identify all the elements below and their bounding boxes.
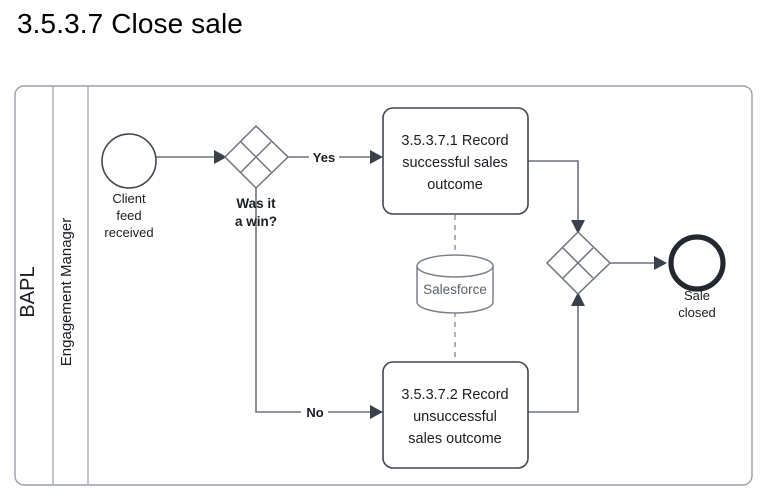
arrow-head-icon bbox=[654, 256, 667, 270]
task-label-line2: successful sales bbox=[402, 155, 508, 171]
gateway-x-icon bbox=[562, 247, 594, 279]
data-store-salesforce[interactable]: Salesforce bbox=[416, 254, 494, 314]
flow-label-yes: Yes bbox=[313, 150, 335, 165]
task-label-line1: 3.5.3.7.1 Record bbox=[401, 133, 508, 149]
arrow-head-icon bbox=[571, 292, 585, 306]
gateway-merge[interactable] bbox=[545, 230, 612, 296]
lane-engagement-manager: Engagement Manager bbox=[58, 86, 89, 485]
gateway-x-icon bbox=[240, 141, 272, 173]
task-label-line2: unsuccessful bbox=[413, 409, 497, 425]
flow-line-segment bbox=[528, 305, 579, 413]
data-store-body[interactable] bbox=[416, 266, 494, 314]
start-event-client-feed-received[interactable]: Client feed received bbox=[101, 133, 157, 240]
task-label-line3: outcome bbox=[427, 177, 483, 193]
flow-start-to-decision bbox=[156, 150, 227, 164]
pool-bapl: BAPL bbox=[14, 85, 753, 486]
task-label-line3: sales outcome bbox=[408, 431, 502, 447]
arrow-head-icon bbox=[214, 150, 227, 164]
flow-label-no: No bbox=[306, 405, 323, 420]
task-record-successful-sales-outcome[interactable]: 3.5.3.7.1 Record successful sales outcom… bbox=[382, 107, 529, 215]
gateway-was-it-a-win[interactable]: Was it a win? bbox=[223, 124, 290, 229]
flow-label-backing bbox=[301, 404, 328, 420]
end-event-label-line1: Sale bbox=[684, 288, 710, 303]
end-event-sale-closed[interactable]: Sale closed bbox=[668, 234, 726, 320]
flow-failure-to-merge bbox=[528, 292, 585, 413]
arrow-head-icon bbox=[370, 150, 383, 164]
arrow-head-icon bbox=[370, 405, 383, 419]
flow-decision-to-success: Yes bbox=[288, 149, 383, 165]
pool-label: BAPL bbox=[17, 266, 39, 317]
arrow-head-icon bbox=[571, 220, 585, 234]
task-box[interactable] bbox=[382, 107, 529, 215]
end-event-label-line2: closed bbox=[678, 305, 716, 320]
flow-decision-to-failure: No bbox=[255, 188, 383, 420]
data-store-top-ellipse[interactable] bbox=[416, 254, 494, 278]
task-record-unsuccessful-sales-outcome[interactable]: 3.5.3.7.2 Record unsuccessful sales outc… bbox=[382, 361, 529, 469]
start-event-label-line3: received bbox=[104, 225, 153, 240]
pool-border bbox=[14, 85, 753, 486]
flow-success-to-merge bbox=[528, 160, 585, 234]
flow-label-backing bbox=[309, 149, 339, 165]
task-label-line1: 3.5.3.7.2 Record bbox=[401, 387, 508, 403]
flow-merge-to-end bbox=[610, 256, 667, 270]
lane-label: Engagement Manager bbox=[58, 218, 75, 366]
end-event-circle[interactable] bbox=[668, 234, 726, 292]
flow-line-segment bbox=[528, 160, 579, 221]
task-box[interactable] bbox=[382, 361, 529, 469]
start-event-label-line2: feed bbox=[116, 208, 141, 223]
flow-line-segment bbox=[255, 188, 371, 413]
start-event-circle[interactable] bbox=[101, 133, 157, 189]
data-store-label: Salesforce bbox=[423, 282, 487, 297]
gateway-label-line2: a win? bbox=[235, 214, 277, 229]
gateway-label-line1: Was it bbox=[236, 196, 276, 211]
page-title: 3.5.3.7 Close sale bbox=[17, 8, 243, 39]
start-event-label-line1: Client bbox=[112, 191, 146, 206]
